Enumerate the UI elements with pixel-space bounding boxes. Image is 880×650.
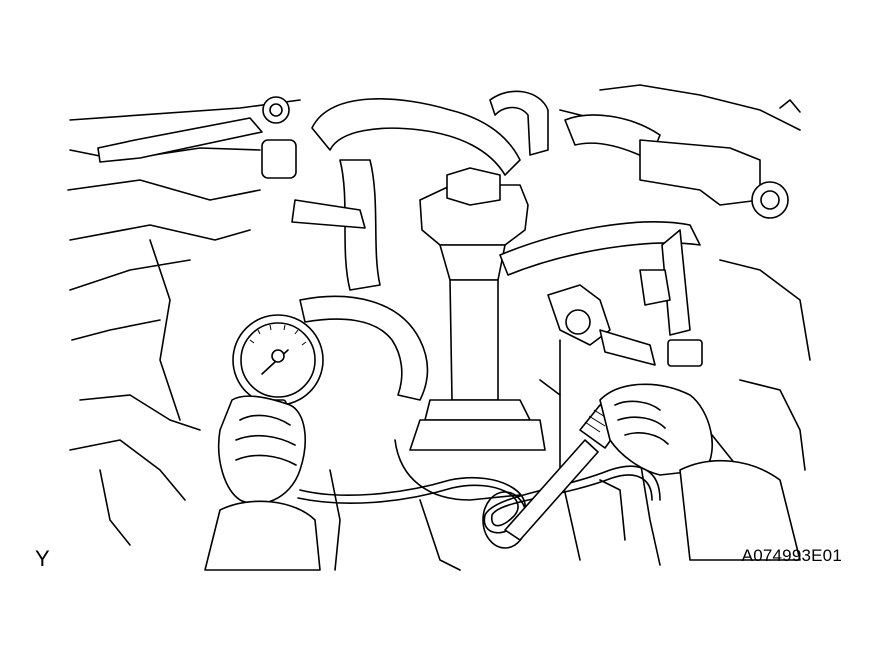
upper-radiator-hose xyxy=(299,295,429,401)
corner-mark-label: Y xyxy=(35,546,50,571)
intake-hoses xyxy=(291,90,789,291)
right-hand-icon xyxy=(599,383,801,561)
engine-bay-background xyxy=(67,84,811,571)
compression-gauge-icon xyxy=(232,314,324,423)
figure-id-label: A074993E01 xyxy=(741,546,842,565)
gauge-hose xyxy=(297,465,661,549)
fuel-rail xyxy=(97,96,297,179)
cross-pipe xyxy=(499,221,703,367)
distributor-housing xyxy=(394,167,546,501)
left-hand-icon xyxy=(204,395,321,571)
